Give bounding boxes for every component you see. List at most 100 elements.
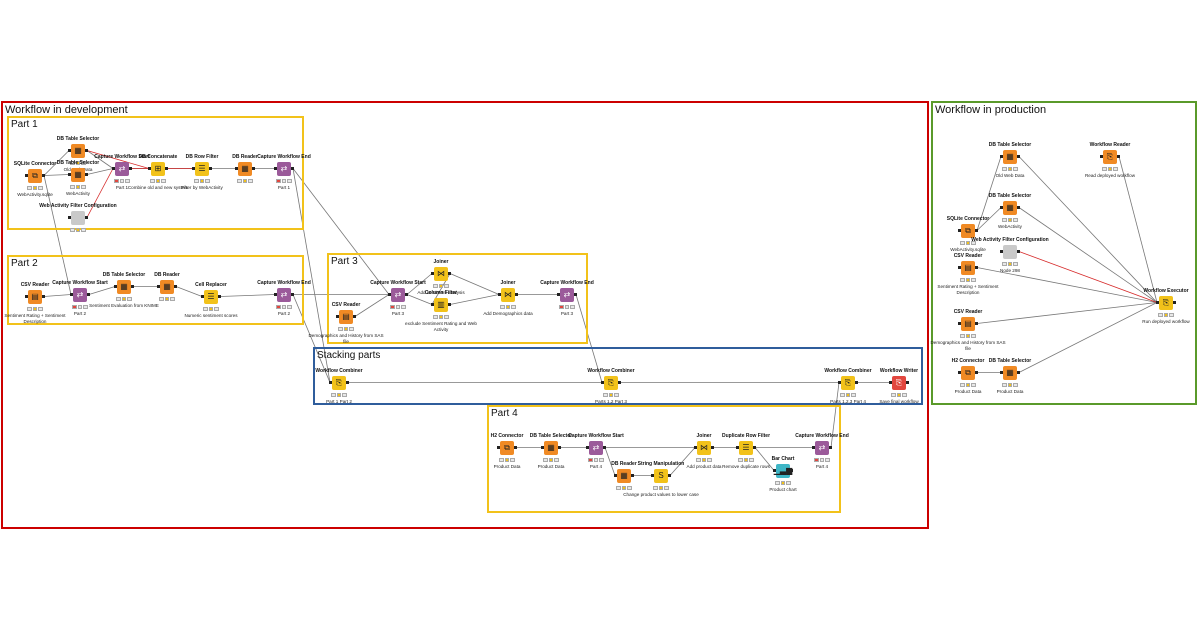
- input-port[interactable]: [586, 446, 589, 449]
- node-p-dbsel2[interactable]: DB Table Selector▦WebActivity: [980, 187, 1040, 257]
- node-cap-start3[interactable]: Capture Workflow Start⇄Part 3: [368, 274, 428, 344]
- string-manipulation-icon[interactable]: S: [654, 469, 668, 483]
- data-connection[interactable]: [830, 382, 840, 448]
- db-table-selector-icon[interactable]: ▦: [1003, 150, 1017, 164]
- input-port[interactable]: [336, 315, 339, 318]
- input-port[interactable]: [958, 229, 961, 232]
- cell-replacer-icon[interactable]: ☰: [204, 290, 218, 304]
- data-connection[interactable]: [1118, 156, 1158, 303]
- output-port[interactable]: [85, 149, 88, 152]
- output-port[interactable]: [448, 303, 451, 306]
- workflow-combiner-icon[interactable]: ⎘: [332, 376, 346, 390]
- database-connector-icon[interactable]: ⧉: [961, 224, 975, 238]
- db-table-selector-icon[interactable]: ▦: [71, 144, 85, 158]
- capture-end-icon[interactable]: ⇄: [277, 288, 291, 302]
- output-port[interactable]: [1017, 206, 1020, 209]
- db-reader-icon[interactable]: ▦: [617, 469, 631, 483]
- input-port[interactable]: [1000, 371, 1003, 374]
- output-port[interactable]: [353, 315, 356, 318]
- data-connection[interactable]: [976, 267, 1158, 303]
- data-connection[interactable]: [43, 174, 70, 176]
- node-cap-start1[interactable]: Capture Workflow Start⇄Part 1: [92, 148, 152, 218]
- node-h2[interactable]: H2 Connector⧉Product Data: [477, 427, 537, 497]
- output-port[interactable]: [42, 295, 45, 298]
- data-connection[interactable]: [292, 168, 390, 295]
- data-connection[interactable]: [292, 294, 331, 383]
- input-port[interactable]: [541, 446, 544, 449]
- joiner-icon[interactable]: ⋈: [501, 288, 515, 302]
- node-joiner3b[interactable]: Joiner⋈Add Demographics data: [478, 274, 538, 344]
- db-table-selector-icon[interactable]: ▦: [71, 168, 85, 182]
- output-port[interactable]: [1173, 301, 1176, 304]
- input-port[interactable]: [498, 293, 501, 296]
- output-port[interactable]: [252, 167, 255, 170]
- data-connection[interactable]: [406, 294, 433, 305]
- capture-start-icon[interactable]: ⇄: [115, 162, 129, 176]
- node-barchart[interactable]: Bar Chart▁▃▆Product chart: [753, 450, 813, 520]
- joiner-icon[interactable]: ⋈: [434, 267, 448, 281]
- node-p-dbsel3[interactable]: DB Table Selector▦Product Data: [980, 352, 1040, 422]
- input-port[interactable]: [694, 446, 697, 449]
- data-connection[interactable]: [43, 150, 70, 176]
- input-port[interactable]: [68, 173, 71, 176]
- capture-start-icon[interactable]: ⇄: [391, 288, 405, 302]
- node-dbreader4[interactable]: DB Reader▦: [594, 455, 654, 525]
- db-table-selector-icon[interactable]: ▦: [544, 441, 558, 455]
- node-colfilter[interactable]: Column Filter▥exclude Sentiment Rating a…: [405, 284, 477, 354]
- output-port[interactable]: [975, 322, 978, 325]
- output-port[interactable]: [1117, 155, 1120, 158]
- node-joiner3a[interactable]: Joiner⋈Add sentiment analysis: [411, 253, 471, 323]
- input-port[interactable]: [274, 167, 277, 170]
- output-port[interactable]: [574, 293, 577, 296]
- output-port[interactable]: [668, 474, 671, 477]
- workflow-writer-icon[interactable]: ⎘: [892, 376, 906, 390]
- output-port[interactable]: [165, 167, 168, 170]
- db-table-selector-icon[interactable]: ▦: [1003, 366, 1017, 380]
- output-port[interactable]: [1017, 250, 1020, 253]
- node-p-sqlite[interactable]: SQLite Connector⧉WebActivity.sqlite: [938, 210, 998, 280]
- input-port[interactable]: [114, 285, 117, 288]
- data-connection[interactable]: [976, 156, 1002, 231]
- data-connection[interactable]: [575, 294, 603, 383]
- flow-variable-connection[interactable]: [1018, 251, 1158, 303]
- workflow-combiner-icon[interactable]: ⎘: [841, 376, 855, 390]
- csv-reader-icon[interactable]: ▤: [961, 261, 975, 275]
- data-connection[interactable]: [604, 447, 616, 476]
- input-port[interactable]: [651, 474, 654, 477]
- node-dbsel4[interactable]: DB Table Selector▦Product Data: [521, 427, 581, 497]
- output-port[interactable]: [85, 216, 88, 219]
- input-port[interactable]: [329, 381, 332, 384]
- output-port[interactable]: [346, 381, 349, 384]
- capture-start-icon[interactable]: ⇄: [73, 288, 87, 302]
- output-port[interactable]: [1017, 371, 1020, 374]
- csv-reader-icon[interactable]: ▤: [961, 317, 975, 331]
- db-concatenate-icon[interactable]: ⊞: [151, 162, 165, 176]
- input-port[interactable]: [838, 381, 841, 384]
- data-connection[interactable]: [43, 294, 72, 297]
- node-dbsel3[interactable]: DB Table Selector▦Sentiment Evaluation f…: [89, 266, 159, 336]
- duplicate-row-filter-icon[interactable]: ☰: [739, 441, 753, 455]
- input-port[interactable]: [201, 295, 204, 298]
- data-connection[interactable]: [354, 294, 390, 317]
- data-connection[interactable]: [1018, 207, 1158, 303]
- input-port[interactable]: [1000, 206, 1003, 209]
- data-connection[interactable]: [219, 294, 276, 297]
- output-port[interactable]: [631, 474, 634, 477]
- input-port[interactable]: [431, 272, 434, 275]
- node-sqlite[interactable]: SQLite Connector⧉WebActivity.sqlite: [5, 155, 65, 225]
- data-connection[interactable]: [292, 168, 331, 383]
- output-port[interactable]: [558, 446, 561, 449]
- input-port[interactable]: [25, 174, 28, 177]
- input-port[interactable]: [601, 381, 604, 384]
- node-joiner4[interactable]: Joiner⋈Add product data: [674, 427, 734, 497]
- output-port[interactable]: [174, 285, 177, 288]
- node-dbsel2[interactable]: DB Table Selector▦WebActivity: [48, 154, 108, 224]
- db-row-filter-icon[interactable]: ☰: [195, 162, 209, 176]
- component-icon[interactable]: [71, 211, 85, 225]
- output-port[interactable]: [618, 381, 621, 384]
- csv-reader-icon[interactable]: ▤: [28, 290, 42, 304]
- output-port[interactable]: [515, 293, 518, 296]
- data-connection[interactable]: [43, 175, 72, 295]
- data-connection[interactable]: [86, 168, 114, 175]
